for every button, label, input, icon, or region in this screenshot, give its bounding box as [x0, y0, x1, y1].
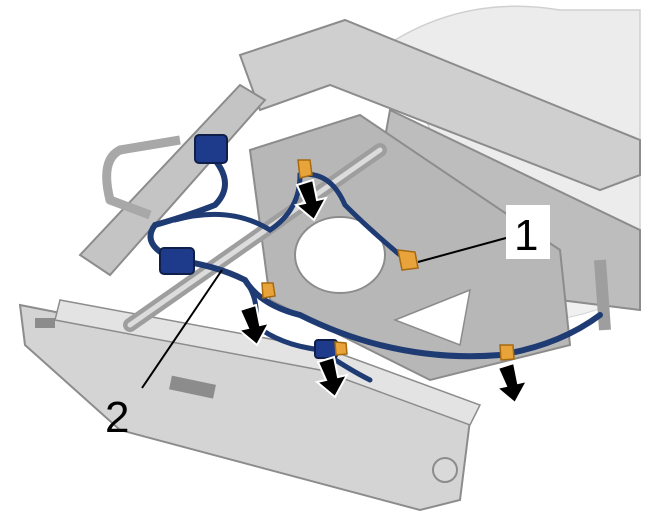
rear-crossmember: [238, 18, 641, 192]
mount-slot-left: [35, 318, 55, 328]
right-vertical-post: [594, 259, 611, 331]
arrow-down-right: [494, 361, 529, 405]
arrow-down-top: [293, 178, 328, 222]
clip-left-lower: [261, 282, 276, 299]
harness-upper-branch: [172, 171, 403, 258]
wiring-harness: [147, 134, 603, 383]
leader-line-1: [417, 237, 507, 263]
mount-slot-center: [169, 375, 216, 399]
clip-top: [297, 159, 313, 179]
front-bolt: [432, 457, 458, 483]
harness-lower-branch: [242, 277, 373, 383]
callout-2: 2: [105, 269, 223, 442]
callout-1-label: 1: [514, 211, 538, 260]
clip-center-lower: [334, 341, 348, 356]
seat-frame: [18, 18, 641, 512]
direction-arrows: [236, 178, 529, 405]
left-side-rail: [78, 83, 267, 277]
connector-upper-left: [194, 134, 228, 164]
pan-triangular-cutout: [392, 288, 471, 347]
callout-2-label: 2: [105, 393, 129, 442]
cross-tube-highlight: [127, 147, 383, 328]
callout-1: 1: [417, 205, 550, 263]
connector-left: [159, 247, 195, 275]
callout-1-box: [506, 205, 550, 259]
arrow-down-center: [314, 355, 349, 399]
arrow-down-left: [236, 303, 271, 347]
connector-lower: [314, 339, 338, 359]
pan-large-hole: [294, 216, 386, 294]
leader-line-2: [141, 269, 223, 389]
clip-right: [397, 249, 419, 271]
clip-right-lower: [499, 344, 515, 361]
left-bracket-loop: [102, 135, 181, 220]
